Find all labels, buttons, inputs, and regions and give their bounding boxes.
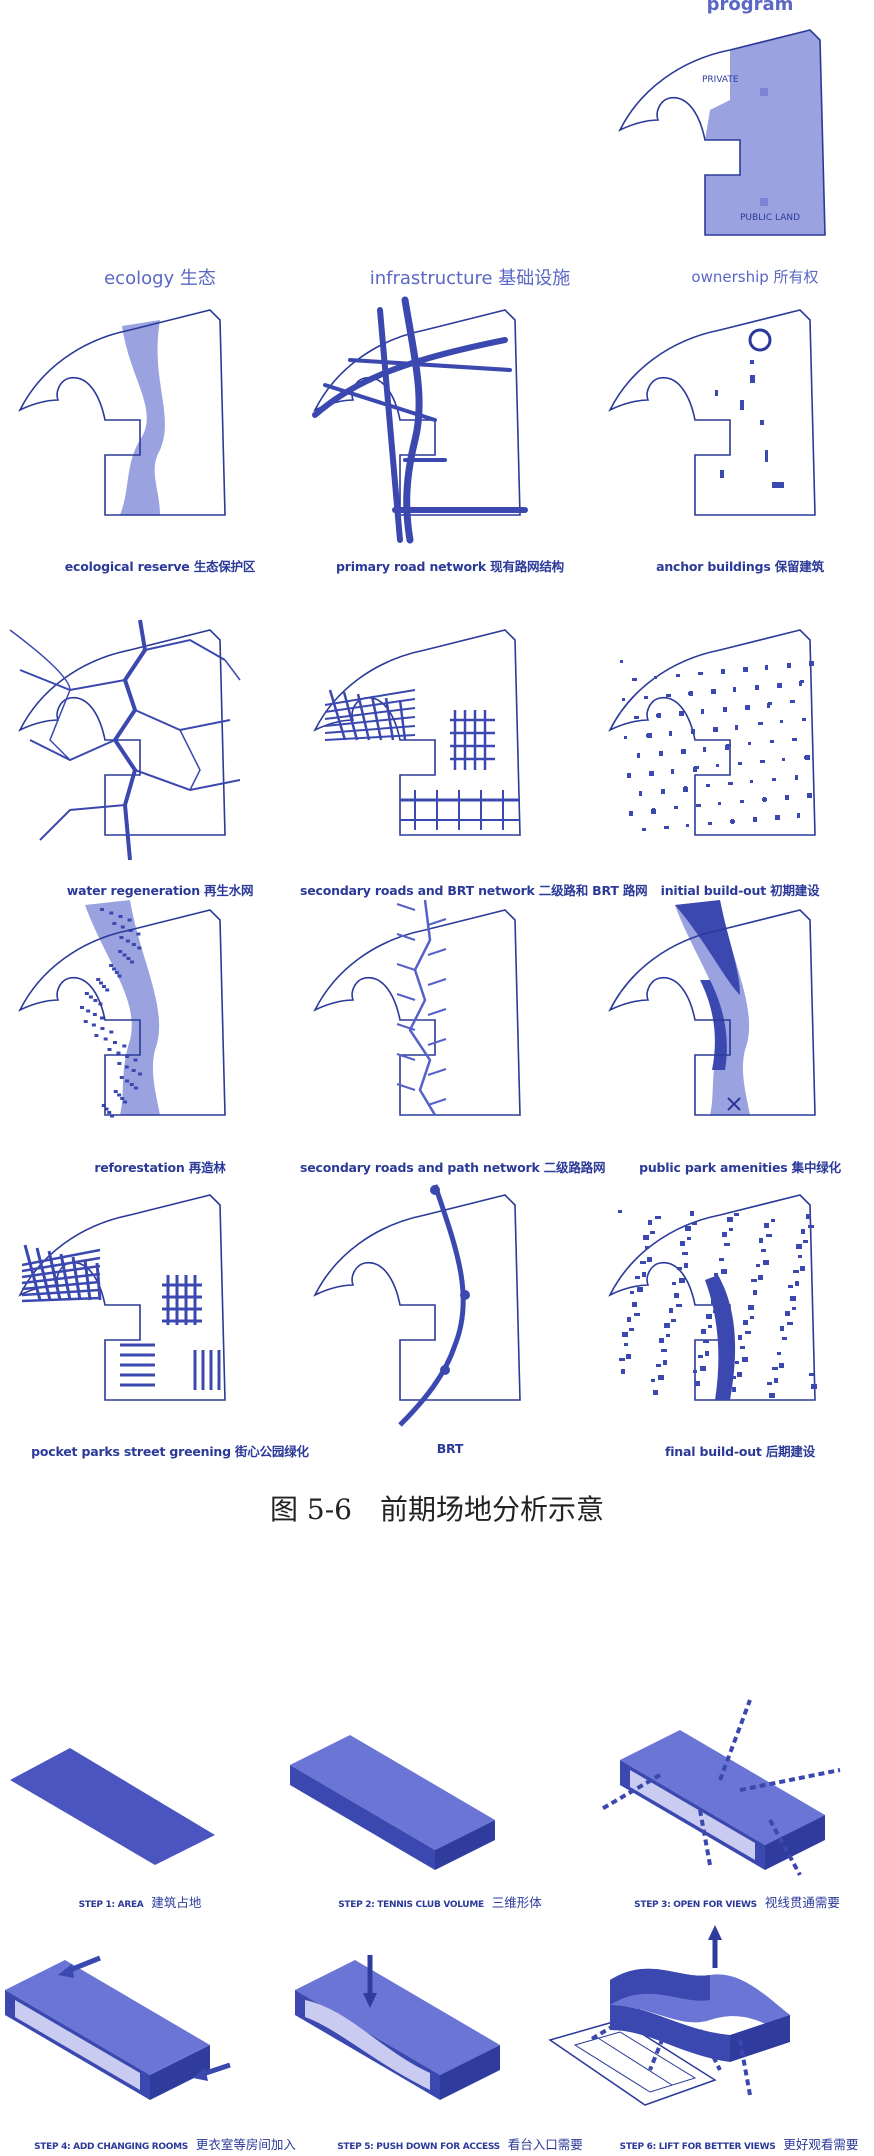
step-5-cn: 看台入口需要 (507, 2137, 583, 2152)
step-1-cn: 建筑占地 (151, 1895, 202, 1910)
caption-secondary-roads-path: secondary roads and path network 二级路路网 (300, 1160, 606, 1175)
ownership-private-label: PRIVATE (702, 75, 739, 85)
step-6-cn: 更好观看需要 (783, 2137, 859, 2152)
step-6-en: STEP 6: LIFT FOR BETTER VIEWS (619, 2142, 776, 2152)
step-2-en: STEP 2: TENNIS CLUB VOLUME (338, 1900, 484, 1910)
step-4-caption: STEP 4: ADD CHANGING ROOMS 更衣室等房间加入 (20, 2134, 310, 2153)
map-initial-build-out (608, 629, 816, 836)
caption-brt: BRT (436, 1441, 464, 1456)
map-reforestation (18, 900, 226, 1118)
caption-pocket-parks: pocket parks street greening 街心公园绿化 (31, 1444, 309, 1459)
header-infrastructure: infrastructure 基础设施 (369, 268, 571, 289)
map-anchor-buildings (608, 309, 816, 516)
ownership-map: PRIVATE PUBLIC LAND (618, 29, 826, 236)
step-3-diagram (598, 1699, 841, 1876)
map-pocket-parks (18, 1194, 226, 1401)
map-secondary-roads-path (313, 899, 521, 1116)
step-3-caption: STEP 3: OPEN FOR VIEWS 视线贯通需要 (600, 1892, 874, 1911)
caption-initial-build-out: initial build-out 初期建设 (660, 883, 820, 898)
ownership-public-label: PUBLIC LAND (740, 213, 800, 223)
map-primary-road-network (312, 296, 528, 544)
step-2-caption: STEP 2: TENNIS CLUB VOLUME 三维形体 (300, 1892, 580, 1911)
step-6-caption: STEP 6: LIFT FOR BETTER VIEWS 更好观看需要 (604, 2134, 874, 2153)
step-5-caption: STEP 5: PUSH DOWN FOR ACCESS 看台入口需要 (320, 2134, 600, 2153)
step-1-caption: STEP 1: AREA 建筑占地 (20, 1892, 260, 1911)
step-3-cn: 视线贯通需要 (764, 1895, 840, 1910)
step-4-en: STEP 4: ADD CHANGING ROOMS (34, 2142, 188, 2152)
caption-water-regeneration: water regeneration 再生水网 (66, 883, 254, 898)
step-6-diagram (548, 1925, 790, 2106)
caption-anchor-buildings: anchor buildings 保留建筑 (656, 559, 824, 574)
figure-caption: 图 5-6 前期场地分析示意 (270, 1493, 604, 1526)
map-public-park-amenities (608, 900, 816, 1116)
step-5-diagram (295, 1955, 500, 2100)
map-brt (313, 1184, 521, 1427)
caption-final-build-out: final build-out 后期建设 (664, 1444, 816, 1459)
map-ecological-reserve (18, 309, 226, 516)
caption-public-park-amenities: public park amenities 集中绿化 (639, 1160, 841, 1175)
step-2-cn: 三维形体 (491, 1895, 542, 1910)
map-water-regeneration (9, 619, 241, 861)
header-ecology: ecology 生态 (104, 268, 216, 289)
step-1-diagram (10, 1748, 215, 1865)
step-3-en: STEP 3: OPEN FOR VIEWS (634, 1900, 757, 1910)
caption-ecological-reserve: ecological reserve 生态保护区 (64, 559, 256, 574)
step-4-cn: 更衣室等房间加入 (195, 2137, 296, 2152)
caption-reforestation: reforestation 再造林 (94, 1160, 226, 1175)
map-final-build-out (608, 1194, 817, 1401)
map-secondary-roads-brt (313, 629, 521, 836)
step-2-diagram (290, 1735, 495, 1870)
step-5-en: STEP 5: PUSH DOWN FOR ACCESS (337, 2142, 500, 2152)
header-ownership: ownership 所有权 (691, 268, 819, 286)
program-header: program (706, 0, 794, 15)
step-4-diagram (5, 1955, 231, 2100)
step-1-en: STEP 1: AREA (78, 1900, 144, 1910)
caption-secondary-roads-brt: secondary roads and BRT network 二级路和 BRT… (300, 883, 648, 898)
caption-primary-road-network: primary road network 现有路网结构 (336, 559, 564, 574)
